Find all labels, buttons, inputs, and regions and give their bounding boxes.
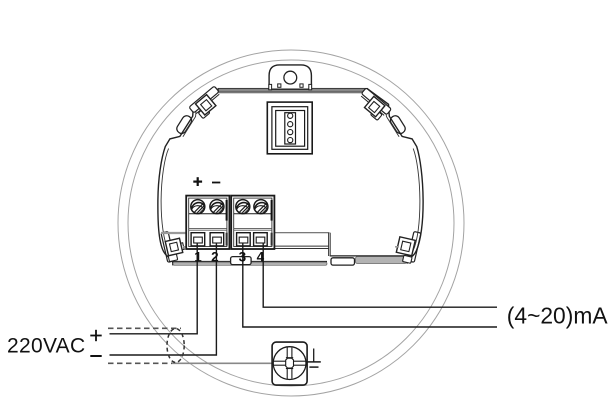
svg-text:2: 2 [211,249,219,264]
svg-text:(4~20)mA: (4~20)mA [507,303,609,329]
svg-text:3: 3 [239,249,247,264]
svg-text:1: 1 [194,249,202,264]
svg-text:4: 4 [257,249,265,264]
svg-text:220VAC: 220VAC [7,335,85,358]
